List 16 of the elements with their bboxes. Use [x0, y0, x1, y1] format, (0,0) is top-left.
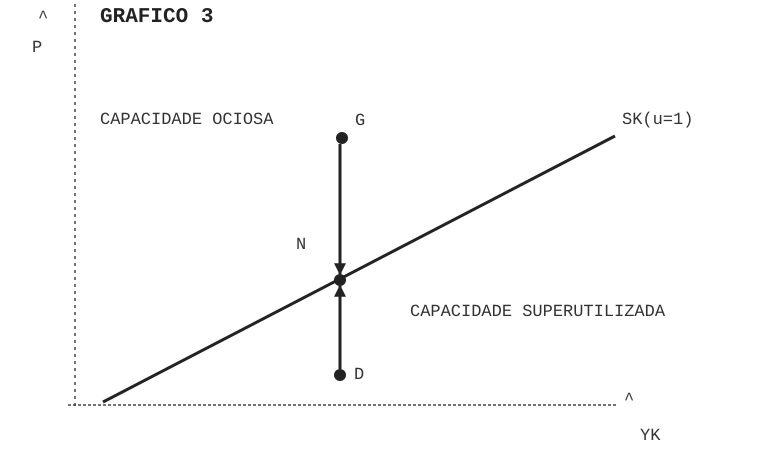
arrow: [334, 144, 346, 276]
hat-mark: ^: [624, 390, 634, 412]
line-label: SK(u=1): [622, 110, 694, 132]
axis-label: YK: [640, 426, 660, 448]
axis-label: P: [32, 38, 42, 60]
point-dot: [334, 369, 346, 381]
point-label: D: [354, 366, 364, 386]
hat-mark: ^: [38, 8, 48, 30]
region-label: CAPACIDADE OCIOSA: [100, 110, 274, 132]
region-label: CAPACIDADE SUPERUTILIZADA: [410, 302, 666, 324]
point-dot: [334, 274, 346, 286]
chart-title: GRAFICO 3: [100, 6, 214, 29]
arrow: [334, 284, 346, 369]
point-dot: [336, 132, 348, 144]
point-label: G: [355, 112, 366, 132]
point-label: N: [296, 236, 306, 256]
